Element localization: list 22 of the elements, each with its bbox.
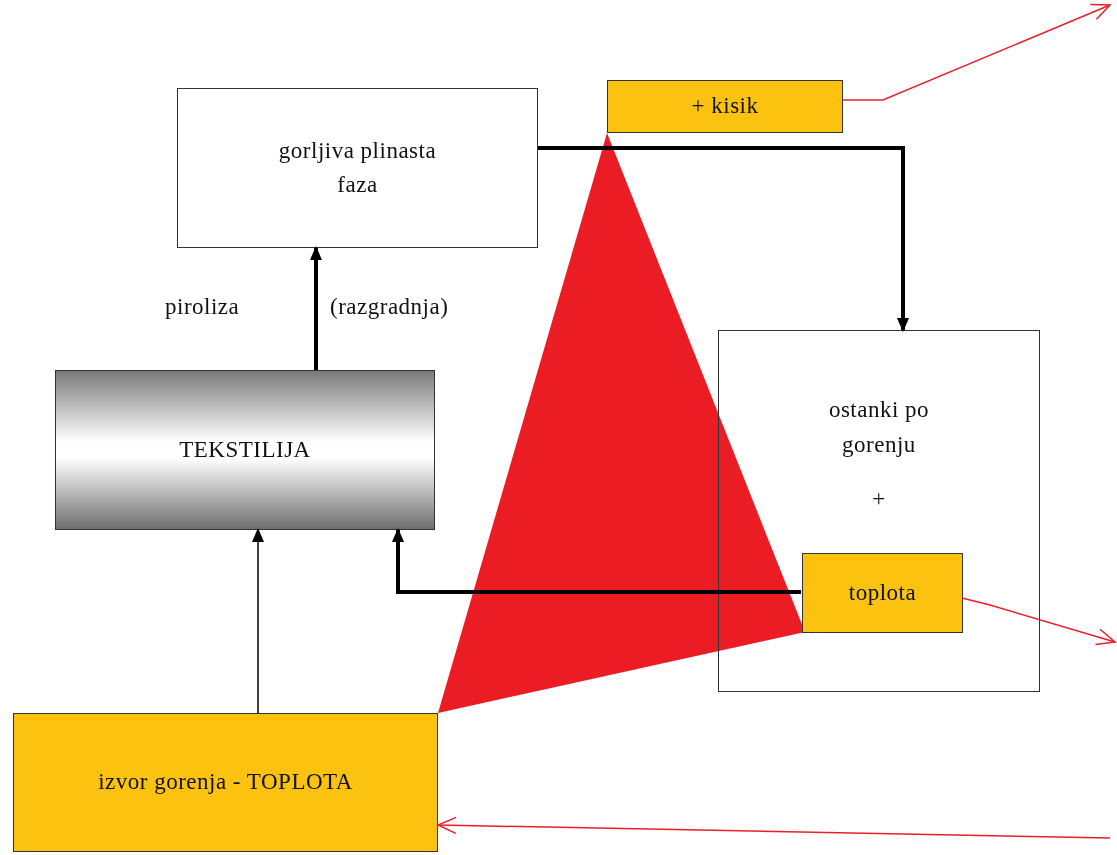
process-box — [55, 370, 435, 530]
process-box — [177, 88, 538, 248]
process-box — [802, 553, 963, 633]
box-label: TEKSTILIJA — [179, 435, 311, 464]
process-label: (razgradnja) — [330, 294, 449, 320]
process-box — [13, 713, 438, 852]
arrow — [538, 146, 909, 332]
box-label: toplota — [848, 578, 917, 607]
arrow — [437, 816, 1111, 839]
box-label: + kisik — [691, 92, 759, 121]
box-label: izvor gorenja - TOPLOTA — [98, 768, 353, 797]
box-label: ostanki po gorenju — [827, 396, 931, 459]
arrow — [961, 597, 1116, 646]
process-label: piroliza — [165, 294, 240, 320]
process-box — [718, 330, 1040, 692]
arrow — [392, 528, 801, 594]
arrow — [310, 246, 322, 370]
arrow — [842, 3, 1111, 101]
box-label: + — [872, 485, 886, 513]
process-box — [607, 80, 843, 133]
box-label: gorljiva plinasta faza — [277, 136, 438, 199]
arrow — [252, 528, 264, 714]
